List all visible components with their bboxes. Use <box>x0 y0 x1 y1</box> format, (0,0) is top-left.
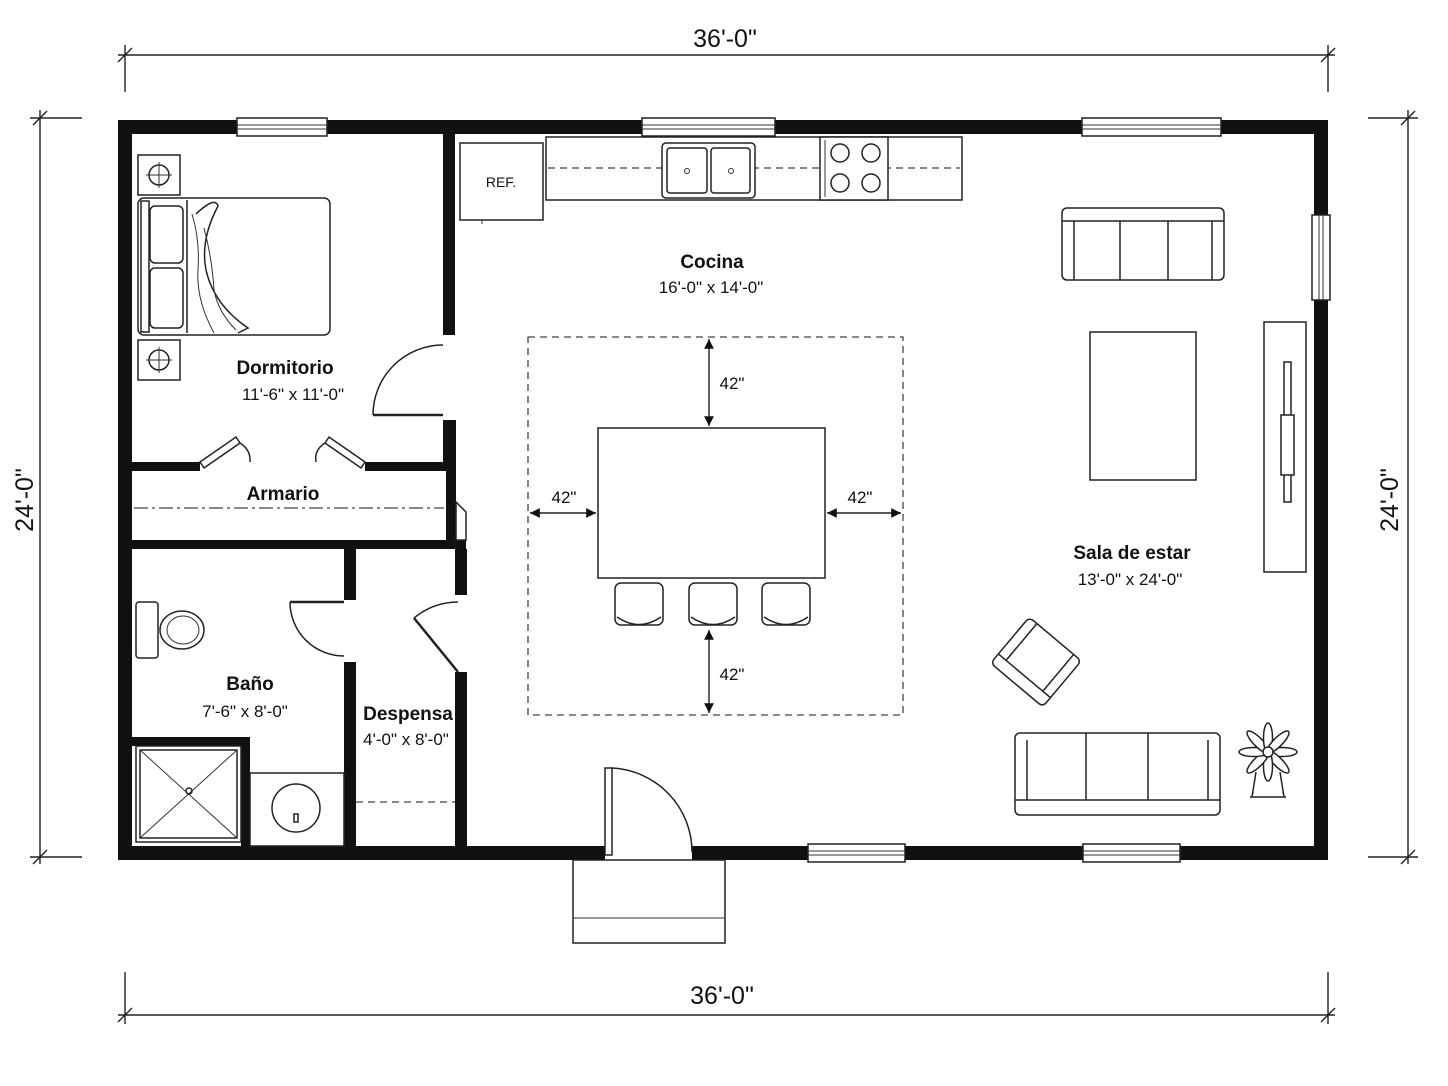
stool-2 <box>688 582 738 626</box>
sofa-top <box>1061 207 1225 281</box>
room-label-despensa: Despensa 4'-0" x 8'-0" <box>363 704 453 749</box>
kitchen-island <box>597 427 826 579</box>
coffee-table <box>1089 331 1197 481</box>
room-name-dormitorio: Dormitorio <box>236 358 333 379</box>
dimension-right-label: 24'-0" <box>1376 468 1404 532</box>
dimension-top: 36'-0" <box>117 25 1336 92</box>
front-door <box>604 767 693 856</box>
clearance-right: 42" <box>827 488 901 518</box>
stool-1 <box>614 582 664 626</box>
toilet <box>135 601 205 659</box>
clearance-bottom: 42" <box>704 630 745 713</box>
room-label-armario: Armario <box>247 484 320 505</box>
dimension-left-label: 24'-0" <box>11 468 39 532</box>
pantry-door <box>413 601 459 673</box>
dimension-left: 24'-0" <box>11 110 82 865</box>
room-label-cocina: Cocina 16'-0" x 14'-0" <box>659 252 764 297</box>
bathroom-door <box>289 600 345 657</box>
refrigerator: REF. <box>459 142 544 224</box>
window-living-top <box>1081 117 1222 137</box>
room-size-cocina: 16'-0" x 14'-0" <box>659 278 764 297</box>
room-label-bano: Baño 7'-6" x 8'-0" <box>202 674 288 721</box>
island-clearance-zone <box>527 336 904 716</box>
closet-bifold-door-right <box>314 435 367 470</box>
clearance-top-label: 42" <box>720 374 745 393</box>
water-heater <box>249 772 345 847</box>
bed <box>137 197 331 336</box>
nightstand-bottom <box>137 339 181 381</box>
room-label-sala: Sala de estar 13'-0" x 24'-0" <box>1073 543 1191 589</box>
potted-plant <box>1238 722 1298 798</box>
room-size-bano: 7'-6" x 8'-0" <box>202 702 288 721</box>
armchair <box>991 618 1081 706</box>
window-bottom-center <box>807 843 906 863</box>
dimension-bottom-label: 36'-0" <box>690 982 754 1010</box>
sofa-bottom <box>1014 732 1221 816</box>
exterior-walls <box>118 120 1328 860</box>
window-bedroom-top <box>236 117 328 137</box>
room-name-armario: Armario <box>247 484 320 505</box>
nightstand-top <box>137 154 181 196</box>
room-size-sala: 13'-0" x 24'-0" <box>1078 570 1183 589</box>
room-size-dormitorio: 11'-6" x 11'-0" <box>242 385 344 404</box>
clearance-right-label: 42" <box>848 488 873 507</box>
bedroom-door <box>372 344 444 417</box>
clearance-left-label: 42" <box>552 488 577 507</box>
entry-step <box>572 859 726 944</box>
window-living-right <box>1311 214 1331 301</box>
window-kitchen-top <box>641 117 776 137</box>
dimension-bottom: 36'-0" <box>117 972 1336 1024</box>
clearance-left: 42" <box>530 488 596 518</box>
double-sink <box>661 142 756 199</box>
window-bottom-right <box>1082 843 1181 863</box>
tv-console <box>1263 321 1307 573</box>
room-name-despensa: Despensa <box>363 704 453 725</box>
shower <box>135 745 242 843</box>
room-label-dormitorio: Dormitorio 11'-6" x 11'-0" <box>236 358 344 404</box>
dimension-right: 24'-0" <box>1368 110 1418 865</box>
clearance-top: 42" <box>704 339 745 426</box>
room-name-bano: Baño <box>226 674 274 695</box>
closet-bifold-door-left <box>198 435 251 470</box>
room-name-sala: Sala de estar <box>1073 543 1191 564</box>
room-size-despensa: 4'-0" x 8'-0" <box>363 730 449 749</box>
dimension-top-label: 36'-0" <box>693 25 757 53</box>
refrigerator-label: REF. <box>486 174 516 190</box>
clearance-bottom-label: 42" <box>720 665 745 684</box>
stove <box>819 136 889 201</box>
room-name-cocina: Cocina <box>680 252 744 273</box>
stool-3 <box>761 582 811 626</box>
closet-side-door <box>455 500 467 541</box>
interior-walls <box>132 134 467 846</box>
